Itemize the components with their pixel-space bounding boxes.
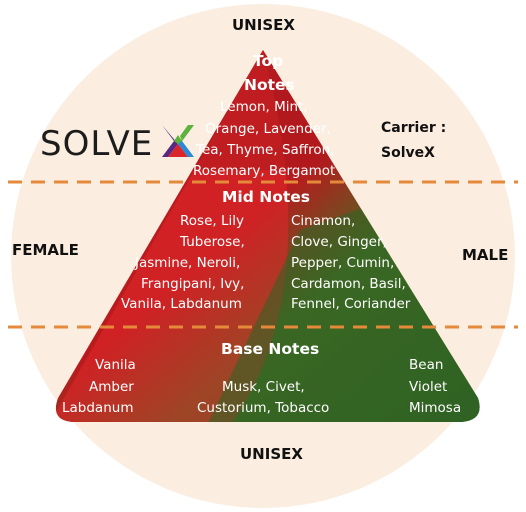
- unisex-top-label: UNISEX: [232, 16, 295, 34]
- mid-notes-left-item: Jasmine, Neroli,: [135, 255, 241, 271]
- mid-notes-left-item: Frangipani, Ivy,: [141, 276, 245, 292]
- base-notes-center-item: Custorium, Tobacco: [197, 400, 330, 416]
- top-notes-item: Orange, Lavender,: [205, 121, 331, 137]
- top-notes-title-2: Notes: [244, 76, 295, 94]
- base-notes-left-item: Vanila: [95, 357, 136, 373]
- unisex-bottom-label: UNISEX: [240, 445, 303, 463]
- mid-notes-left-item: Vanila, Labdanum: [121, 296, 242, 312]
- male-label: MALE: [462, 246, 509, 264]
- base-notes-center-item: Musk, Civet,: [222, 379, 305, 395]
- solvex-logo-text: SOLVE: [40, 124, 154, 164]
- mid-notes-left-item: Tuberose,: [180, 234, 245, 250]
- female-label: FEMALE: [12, 241, 79, 259]
- mid-notes-title: Mid Notes: [222, 188, 310, 206]
- carrier-label: Carrier :: [381, 120, 447, 136]
- base-notes-right-item: Mimosa: [409, 400, 462, 416]
- top-notes-item: Tea, Thyme, Saffron,: [196, 142, 335, 158]
- base-notes-left-item: Amber: [89, 379, 134, 395]
- top-notes-item: Rosemary, Bergamot: [193, 163, 336, 179]
- mid-notes-left-item: Rose, Lily: [180, 213, 244, 229]
- mid-notes-right-item: Fennel, Coriander: [291, 296, 411, 312]
- base-notes-right-item: Violet: [409, 379, 448, 395]
- base-notes-title: Base Notes: [221, 340, 320, 358]
- top-notes-item: Lemon, Mint,: [220, 99, 308, 115]
- mid-notes-right-item: Pepper, Cumin,: [291, 255, 395, 271]
- base-notes-left-item: Labdanum: [62, 400, 134, 416]
- top-notes-title: Top: [253, 52, 284, 70]
- x-logo-mark: [162, 125, 194, 157]
- mid-notes-right-item: Cardamon, Basil,: [291, 276, 406, 292]
- carrier-brand: SolveX: [381, 145, 435, 161]
- mid-notes-right-item: Cinamon,: [291, 213, 356, 229]
- base-notes-right-item: Bean: [409, 357, 444, 373]
- mid-notes-right-item: Clove, Ginger,: [291, 234, 387, 250]
